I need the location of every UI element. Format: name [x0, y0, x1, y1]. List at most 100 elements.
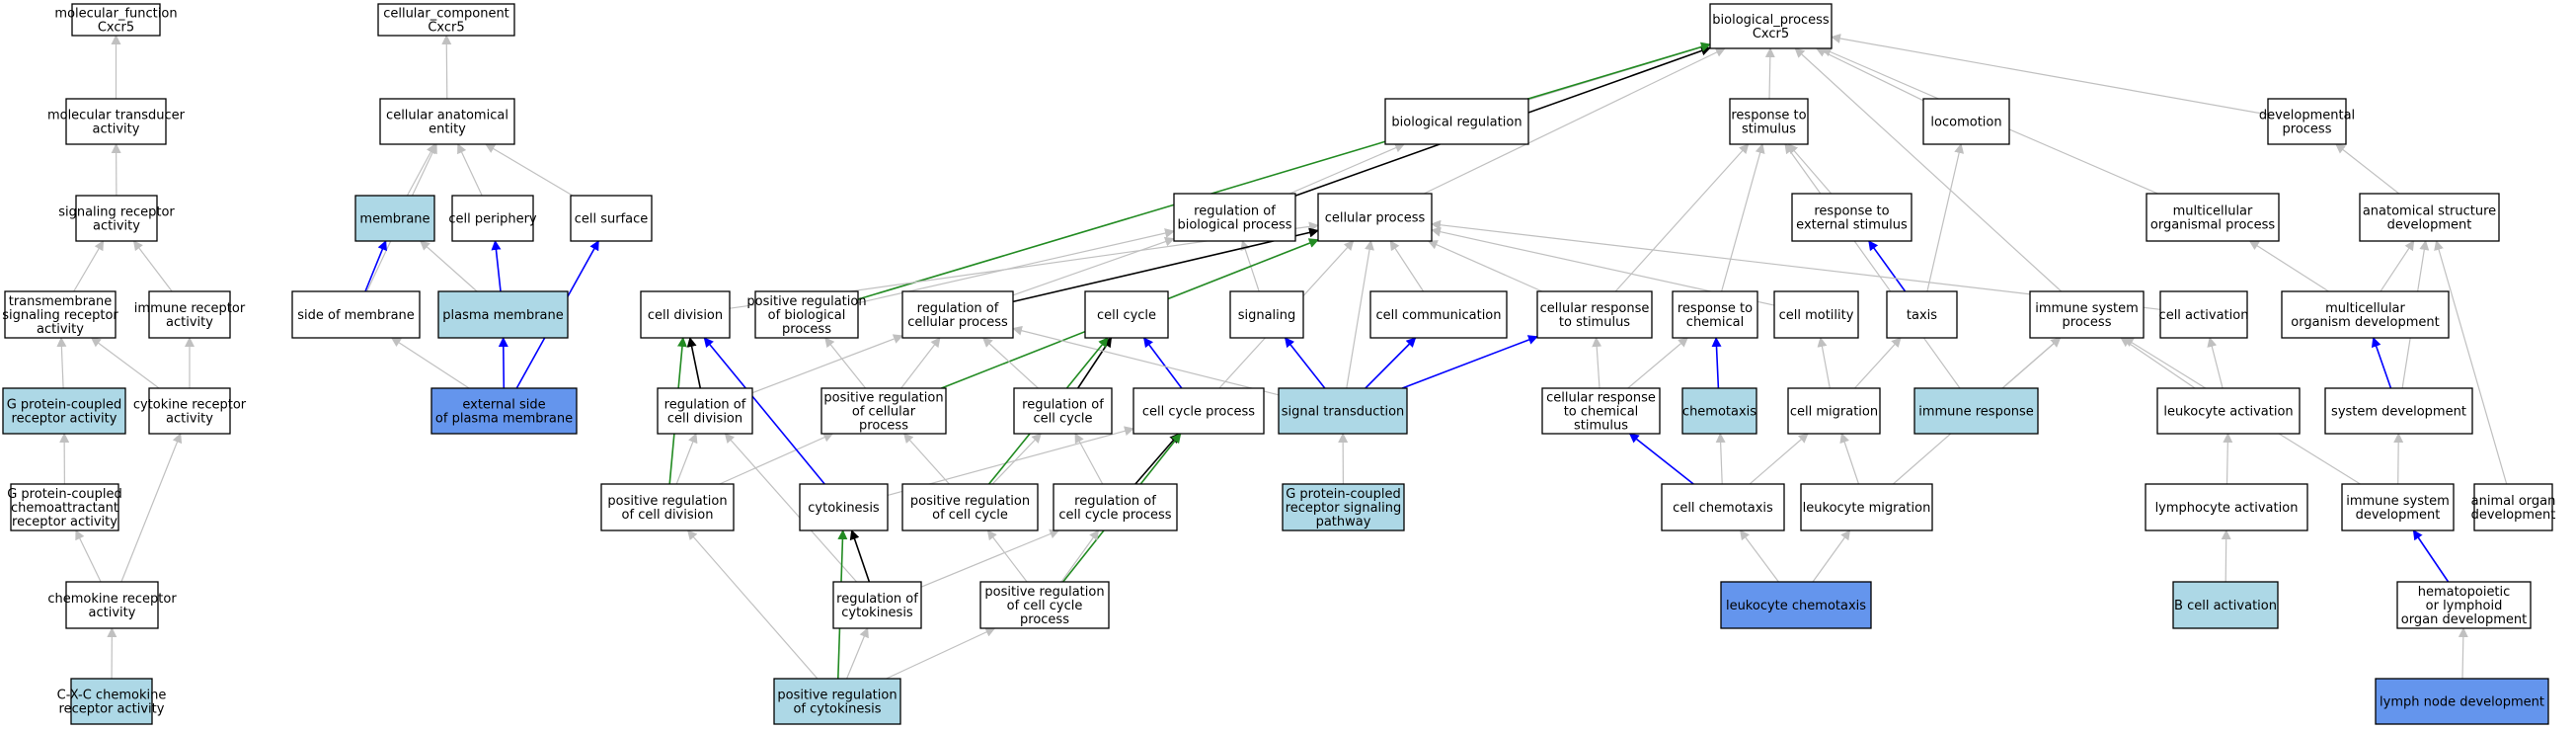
node-box-bp-root[interactable] [1709, 3, 1833, 49]
node-box-taxis[interactable] [1886, 290, 1958, 339]
node-cell-migration[interactable]: cell migration [1787, 387, 1881, 435]
node-box-b-cell-activation[interactable] [2172, 581, 2279, 629]
node-box-reg-cell-cycle[interactable] [1013, 387, 1113, 435]
node-chemotaxis[interactable]: chemotaxis [1681, 387, 1757, 435]
node-cell-surface[interactable]: cell surface [570, 195, 653, 242]
node-box-anat-struct-dev[interactable] [2359, 193, 2500, 242]
node-box-side-of-membrane[interactable] [291, 290, 421, 339]
node-leukocyte-activation[interactable]: leukocyte activation [2156, 387, 2301, 435]
node-box-immune-sys-process[interactable] [2029, 290, 2145, 339]
node-box-immune-receptor[interactable] [148, 290, 231, 339]
node-membrane[interactable]: membrane [354, 195, 435, 242]
node-box-lymphocyte-activation[interactable] [2145, 483, 2308, 531]
node-box-sig-receptor[interactable] [75, 195, 158, 242]
node-immune-response[interactable]: immune response [1913, 387, 2039, 435]
node-box-mf-root[interactable] [71, 3, 161, 37]
node-box-cell-anat-entity[interactable] [379, 98, 515, 145]
node-box-pos-reg-bio-process[interactable] [754, 290, 859, 339]
node-box-cell-cycle-process[interactable] [1132, 387, 1265, 435]
node-box-locomotion[interactable] [1922, 98, 2010, 145]
node-box-reg-cell-process[interactable] [901, 290, 1014, 339]
node-box-signaling[interactable] [1229, 290, 1304, 339]
node-box-resp-chemical[interactable] [1672, 290, 1758, 339]
node-box-multicell-org-dev[interactable] [2281, 290, 2450, 339]
node-box-multicell-org-process[interactable] [2146, 193, 2280, 242]
node-box-cell-cycle[interactable] [1084, 290, 1169, 339]
node-cell-chemotaxis[interactable]: cell chemotaxis [1661, 483, 1785, 531]
node-box-animal-organ-dev[interactable] [2473, 483, 2553, 531]
node-lymph-node-dev[interactable]: lymph node development [2375, 678, 2549, 725]
node-b-cell-activation[interactable]: B cell activation [2172, 581, 2279, 629]
node-bio-regulation[interactable]: biological regulation [1384, 98, 1529, 145]
node-signaling[interactable]: signaling [1229, 290, 1304, 339]
node-box-leukocyte-migration[interactable] [1800, 483, 1933, 531]
node-box-immune-sys-dev[interactable] [2341, 483, 2455, 531]
node-cell-cycle-process[interactable]: cell cycle process [1132, 387, 1265, 435]
node-box-tm-sig-receptor[interactable] [4, 290, 117, 339]
node-box-bio-regulation[interactable] [1384, 98, 1529, 145]
node-box-cc-root[interactable] [377, 3, 515, 37]
node-box-reg-cytokinesis[interactable] [832, 581, 922, 629]
node-gpc-chemo[interactable]: G protein-coupledchemoattractantreceptor… [7, 483, 122, 531]
node-leukocyte-migration[interactable]: leukocyte migration [1800, 483, 1933, 531]
node-box-lymph-node-dev[interactable] [2375, 678, 2549, 725]
node-box-dev-process[interactable] [2267, 98, 2347, 145]
node-box-gpcr-pathway[interactable] [1282, 483, 1405, 531]
node-system-dev[interactable]: system development [2324, 387, 2473, 435]
node-box-cell-motility[interactable] [1773, 290, 1859, 339]
node-box-reg-cell-division[interactable] [657, 387, 753, 435]
node-box-system-dev[interactable] [2324, 387, 2473, 435]
node-cytokinesis[interactable]: cytokinesis [799, 483, 889, 531]
node-box-cell-migration[interactable] [1787, 387, 1881, 435]
node-cell-motility[interactable]: cell motility [1773, 290, 1859, 339]
node-cellular-process[interactable]: cellular process [1317, 193, 1433, 242]
node-box-reg-cell-cycle-process[interactable] [1053, 483, 1178, 531]
node-box-pos-reg-cytokinesis[interactable] [773, 678, 901, 725]
node-box-cell-surface[interactable] [570, 195, 653, 242]
node-signal-transduction[interactable]: signal transduction [1278, 387, 1408, 435]
node-box-leukocyte-chemotaxis[interactable] [1720, 581, 1872, 629]
node-box-plasma-membrane[interactable] [437, 290, 569, 339]
node-cell-activation[interactable]: cell activation [2159, 290, 2249, 339]
node-cell-periphery[interactable]: cell periphery [448, 195, 537, 242]
node-box-pos-reg-cell-division[interactable] [600, 483, 735, 531]
node-box-chemotaxis[interactable] [1681, 387, 1757, 435]
node-cell-division[interactable]: cell division [640, 290, 731, 339]
node-box-pos-reg-cell-process[interactable] [820, 387, 947, 435]
node-locomotion[interactable]: locomotion [1922, 98, 2010, 145]
node-cell-cycle[interactable]: cell cycle [1084, 290, 1169, 339]
node-taxis[interactable]: taxis [1886, 290, 1958, 339]
node-box-pos-reg-cell-cycle[interactable] [901, 483, 1039, 531]
